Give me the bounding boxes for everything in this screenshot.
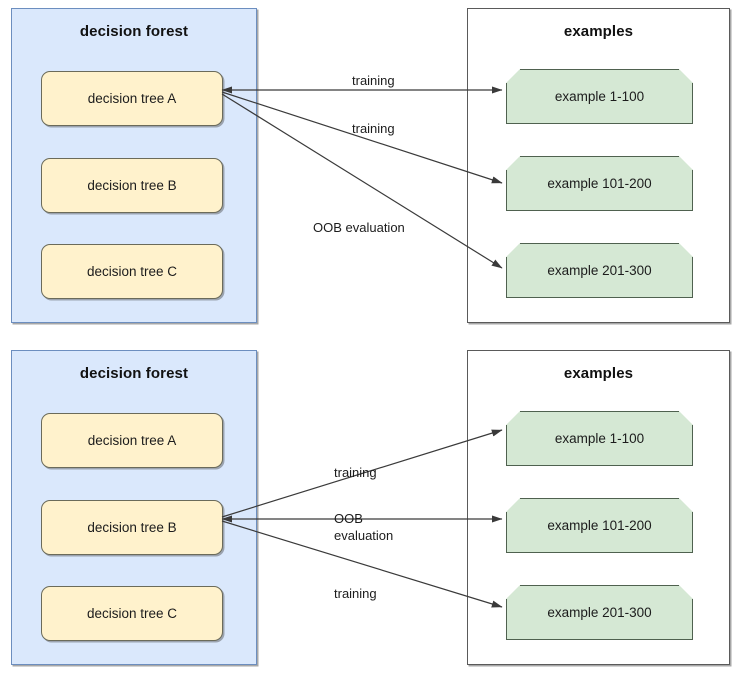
- decision-tree-b-box-top[interactable]: decision tree B: [41, 158, 223, 213]
- example-201-300-label-top: example 201-300: [547, 263, 652, 278]
- example-1-100-label-bottom: example 1-100: [554, 431, 645, 446]
- example-201-300-box-top[interactable]: example 201-300: [506, 243, 693, 298]
- example-101-200-label-bottom: example 101-200: [547, 518, 652, 533]
- edge-label-training-1-bottom: training: [334, 465, 377, 480]
- decision-tree-b-label-top: decision tree B: [87, 178, 177, 193]
- examples-title-top: examples: [563, 23, 634, 40]
- examples-panel-top: examples example 1-100 example 101-200 e…: [467, 8, 730, 323]
- decision-tree-b-label-bottom: decision tree B: [87, 520, 177, 535]
- example-201-300-box-bottom[interactable]: example 201-300: [506, 585, 693, 640]
- edge-arrow-training-2-top: [221, 91, 503, 184]
- example-1-100-label-top: example 1-100: [554, 89, 645, 104]
- decision-forest-panel-top: decision forest decision tree A decision…: [11, 8, 257, 323]
- edge-label-oob-eval-top: OOB evaluation: [313, 220, 405, 235]
- example-201-300-label-bottom: example 201-300: [547, 605, 652, 620]
- decision-tree-b-box-bottom[interactable]: decision tree B: [41, 500, 223, 555]
- example-1-100-box-bottom[interactable]: example 1-100: [506, 411, 693, 466]
- edge-arrow-training-2-bottom: [221, 520, 503, 608]
- decision-tree-c-label-bottom: decision tree C: [86, 606, 178, 621]
- decision-forest-title-bottom: decision forest: [79, 365, 189, 382]
- decision-tree-a-box-bottom[interactable]: decision tree A: [41, 413, 223, 468]
- edge-arrow-oob-eval-top: [221, 93, 503, 269]
- edge-label-training-2-top: training: [352, 121, 395, 136]
- example-101-200-box-top[interactable]: example 101-200: [506, 156, 693, 211]
- edge-label-oob-eval-bottom: OOB evaluation: [334, 511, 394, 543]
- edge-label-training-1-top: training: [352, 73, 395, 88]
- decision-forest-title-top: decision forest: [79, 23, 189, 40]
- decision-tree-c-box-top[interactable]: decision tree C: [41, 244, 223, 299]
- decision-tree-a-box-top[interactable]: decision tree A: [41, 71, 223, 126]
- example-101-200-box-bottom[interactable]: example 101-200: [506, 498, 693, 553]
- edge-arrows-top: [221, 86, 503, 269]
- decision-tree-c-box-bottom[interactable]: decision tree C: [41, 586, 223, 641]
- example-101-200-label-top: example 101-200: [547, 176, 652, 191]
- examples-panel-bottom: examples example 1-100 example 101-200 e…: [467, 350, 730, 665]
- decision-forest-panel-bottom: decision forest decision tree A decision…: [11, 350, 257, 665]
- decision-tree-c-label-top: decision tree C: [86, 264, 178, 279]
- edge-arrows-bottom: [221, 429, 503, 608]
- edge-label-training-2-bottom: training: [334, 586, 377, 601]
- decision-tree-a-label-bottom: decision tree A: [87, 433, 177, 448]
- edge-arrow-training-1-bottom: [221, 429, 503, 518]
- diagram-top: decision forest decision tree A decision…: [11, 8, 730, 323]
- examples-title-bottom: examples: [563, 365, 634, 382]
- decision-tree-a-label-top: decision tree A: [87, 91, 177, 106]
- example-1-100-box-top[interactable]: example 1-100: [506, 69, 693, 124]
- diagram-bottom: decision forest decision tree A decision…: [0, 342, 737, 685]
